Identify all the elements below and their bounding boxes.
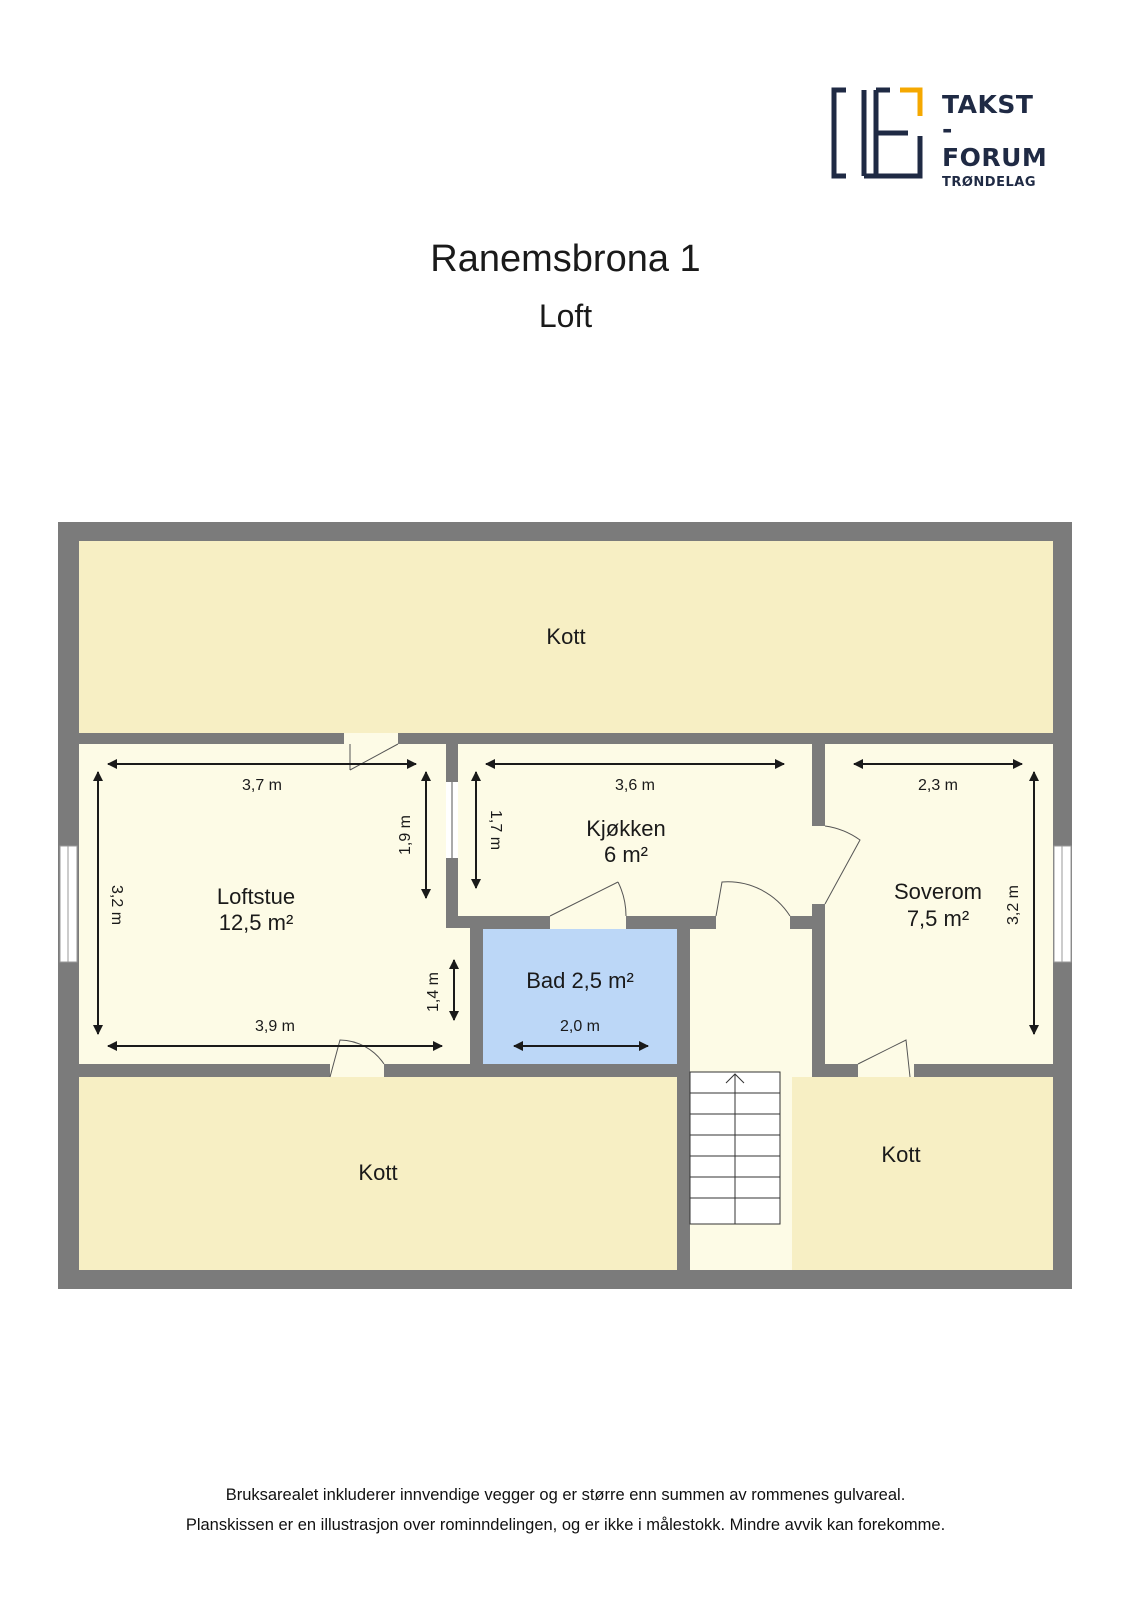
dim-label-soverom-width: 2,3 m [918,777,958,794]
dim-label-kjokken-width: 3,6 m [615,777,655,794]
door-loftstue-kott [344,733,398,744]
staircase [689,1071,781,1225]
dim-label-loftstue-right-lower: 1,4 m [425,972,442,1012]
kott-top-area [79,541,1053,733]
door-kjokken-hall [716,916,790,929]
loftstue-area-upper [79,744,446,1064]
room-area-kjokken: 6 m² [604,842,648,867]
dim-label-loftstue-right-upper: 1,9 m [397,815,414,855]
room-label-kjokken: Kjøkken [586,816,665,841]
dim-label-kjokken-height: 1,7 m [487,810,504,850]
footer-note-2: Planskissen er en illustrasjon over romi… [185,1516,946,1534]
door-loftstue-kott-bottom [330,1064,384,1077]
room-label-kott-bottom-left: Kott [358,1160,397,1185]
door-kjokken-bad [550,916,626,929]
door-soverom-kott [858,1064,914,1077]
loftstue-area-lower [446,928,470,1064]
room-area-soverom: 7,5 m² [907,906,969,931]
kott-bottom-left-area [79,1077,677,1270]
room-label-kott-bottom-right: Kott [881,1142,920,1167]
page-title: Ranemsbrona 1 [430,238,701,280]
dim-label-soverom-height: 3,2 m [1005,885,1022,925]
dim-label-loftstue-left: 3,2 m [108,885,125,925]
brand-line-1: TAKST - [942,90,1034,144]
soverom-area [825,744,1053,1064]
dim-label-bad-width: 2,0 m [560,1018,600,1035]
dimension-lines [93,759,1039,1051]
dim-label-loftstue-bottom: 3,9 m [255,1018,295,1035]
brand-name: TAKST - FORUM TRØNDELAG [942,92,1050,189]
kott-bottom-right-area [792,1077,1053,1270]
page-subtitle: Loft [538,298,593,334]
brand-logo: TAKST - FORUM TRØNDELAG [830,86,1050,189]
kjokken-area [458,744,812,916]
footer-note-1: Bruksarealet inkluderer innvendige vegge… [225,1486,906,1504]
room-label-kott-top: Kott [546,624,585,649]
bad-area [483,929,677,1064]
room-label-loftstue: Loftstue [217,884,295,909]
room-label-soverom: Soverom [894,879,982,904]
brand-line-3: TRØNDELAG [942,175,1036,190]
room-label-bad: Bad 2,5 m² [526,968,634,993]
door-hall-soverom [812,826,825,904]
room-area-loftstue: 12,5 m² [219,910,294,935]
dim-label-loftstue-top: 3,7 m [242,777,282,794]
brand-logo-icon [831,87,923,179]
brand-line-2: FORUM [942,143,1048,172]
